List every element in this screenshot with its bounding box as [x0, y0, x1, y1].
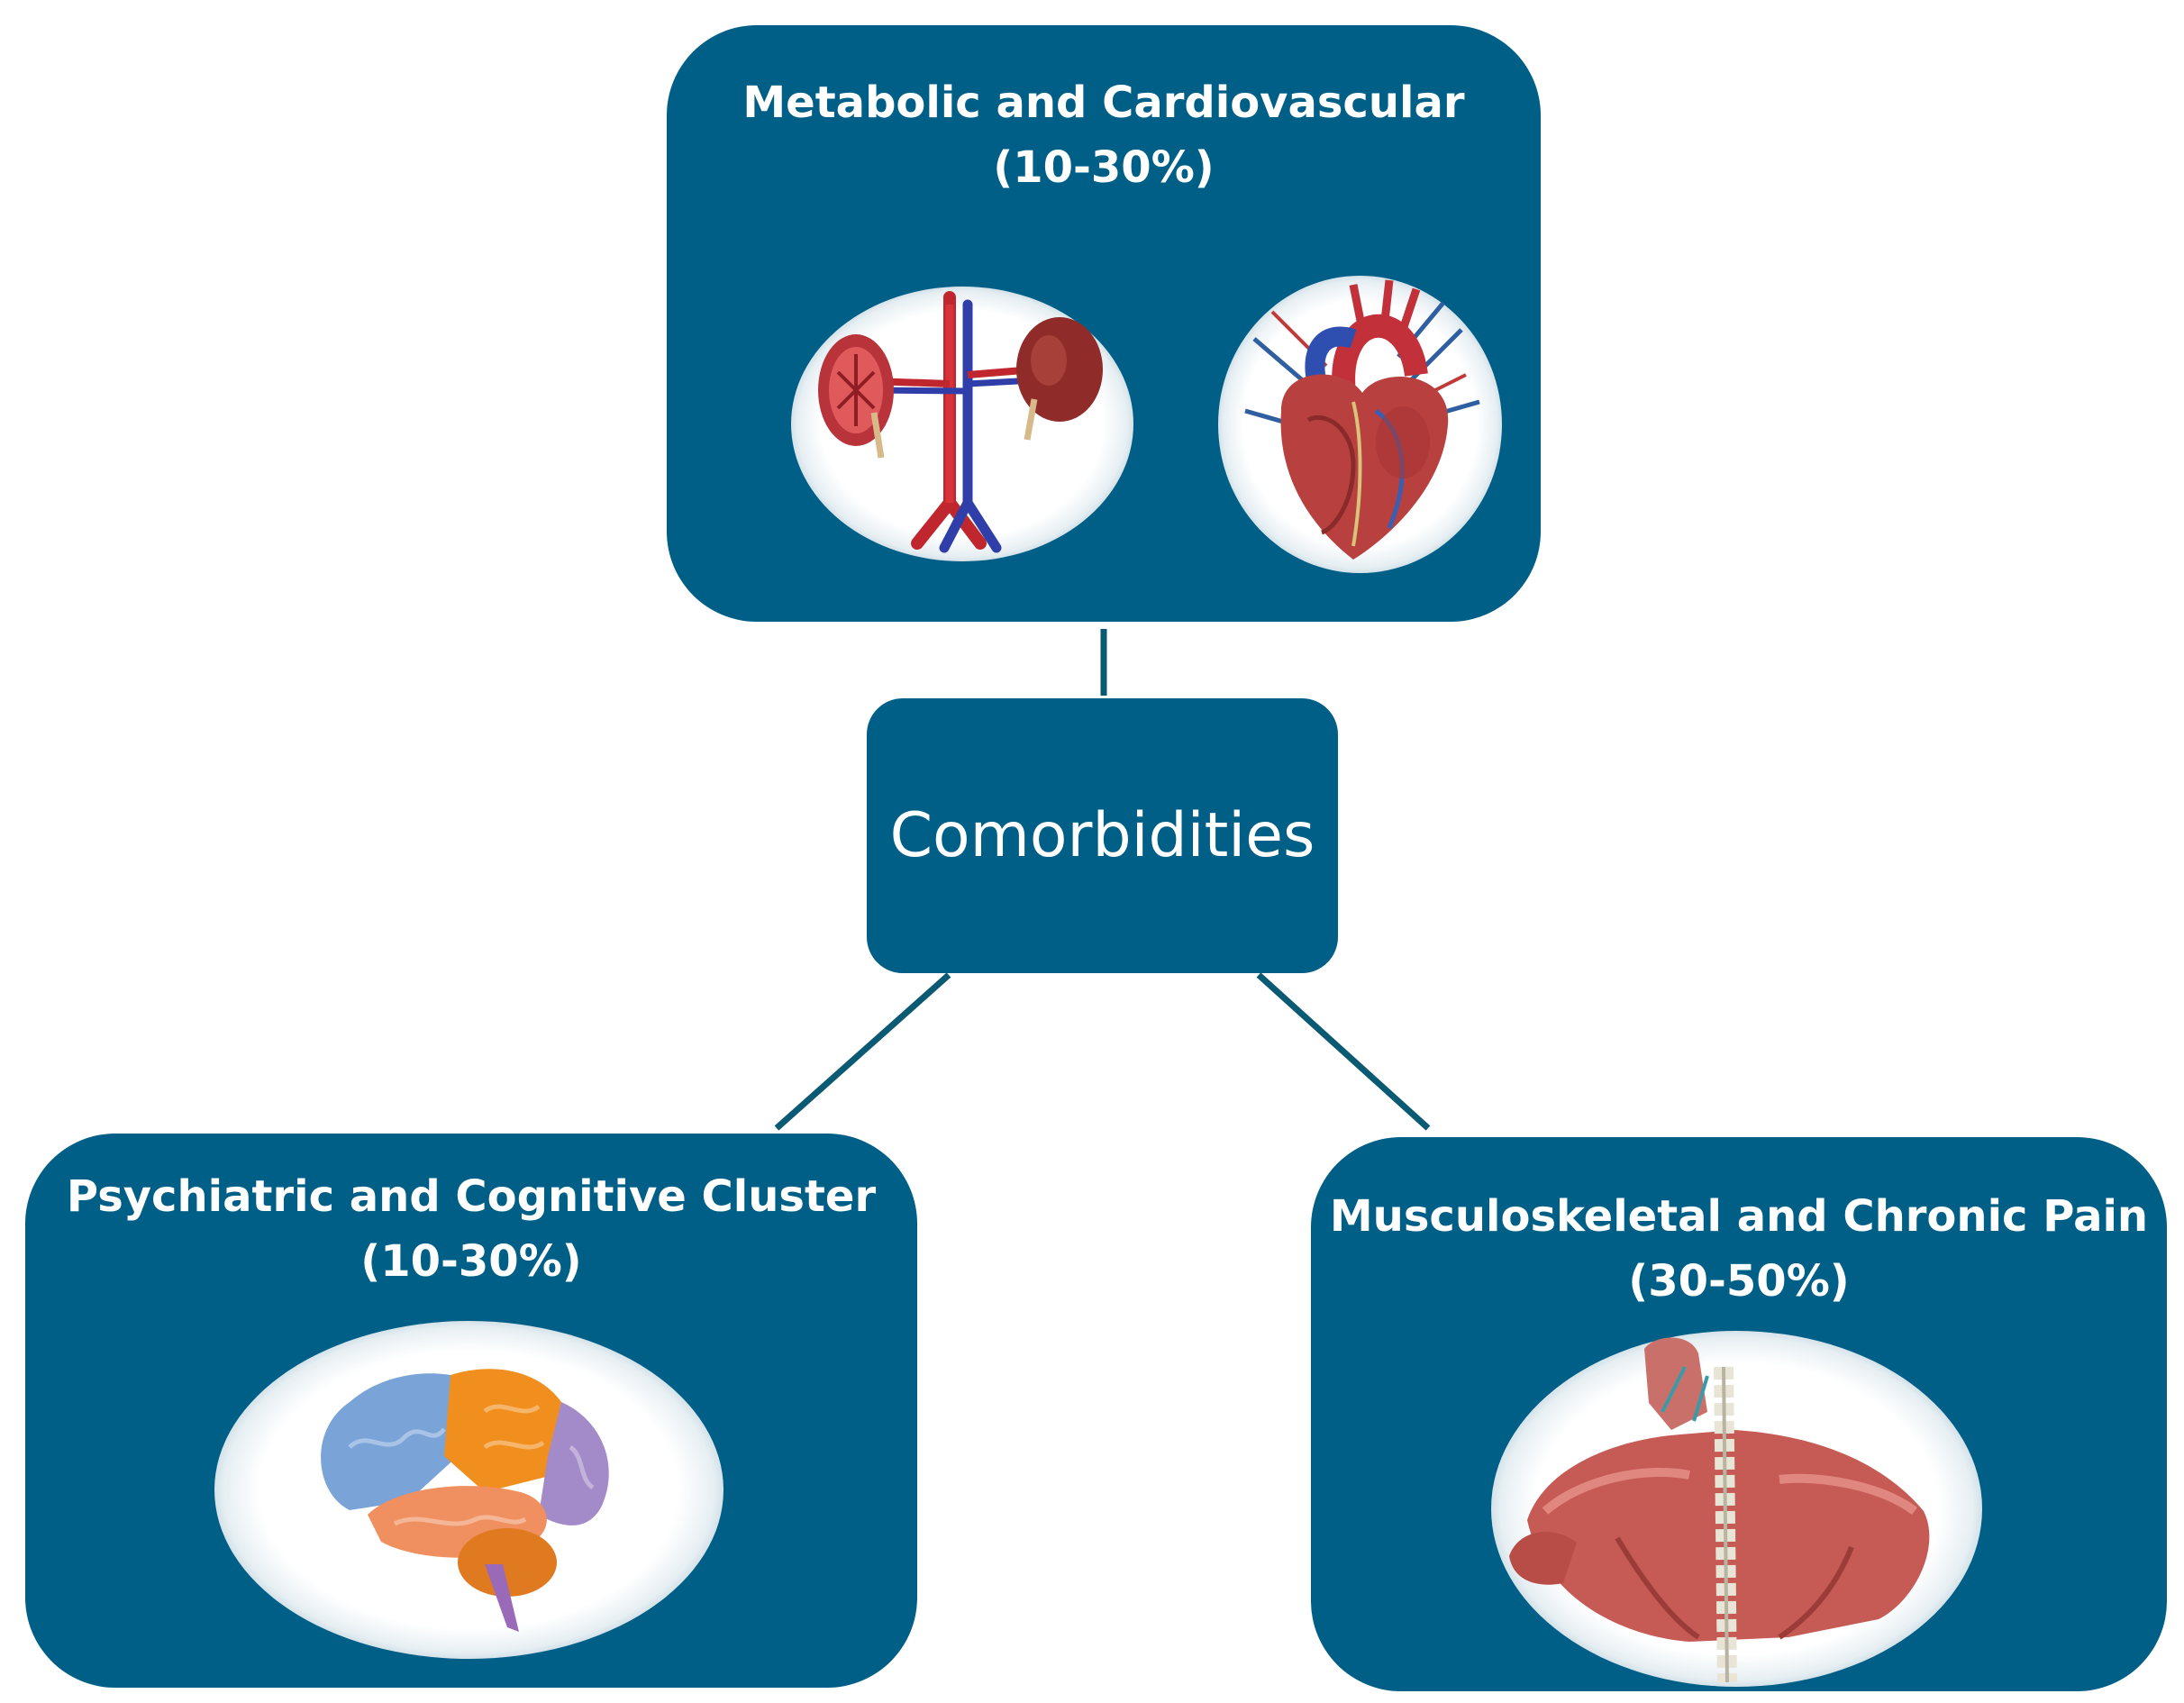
musculoskeletal-title: Musculoskeletal and Chronic Pain (30-50%… — [1311, 1184, 2167, 1314]
brain-icon — [321, 1369, 609, 1632]
musculoskeletal-percent: (30-50%) — [1628, 1256, 1850, 1307]
psychiatric-title: Psychiatric and Cognitive Cluster (10-30… — [25, 1164, 917, 1294]
brain-vignette — [214, 1321, 723, 1659]
heart-vignette — [1218, 276, 1502, 573]
metabolic-title: Metabolic and Cardiovascular (10-30%) — [667, 70, 1541, 200]
comorbidities-label: Comorbidities — [889, 800, 1315, 871]
metabolic-cardiovascular-box: Metabolic and Cardiovascular (10-30%) — [667, 25, 1541, 622]
spine-muscles-icon — [1509, 1337, 1930, 1683]
psychiatric-title-text: Psychiatric and Cognitive Cluster — [66, 1171, 877, 1222]
metabolic-percent: (10-30%) — [993, 142, 1215, 193]
comorbidities-center-box: Comorbidities — [867, 698, 1338, 973]
psychiatric-cognitive-box: Psychiatric and Cognitive Cluster (10-30… — [25, 1134, 917, 1688]
heart-icon — [1244, 279, 1480, 560]
connector-right — [1256, 972, 1431, 1131]
kidneys-vignette — [791, 287, 1133, 561]
musculoskeletal-title-text: Musculoskeletal and Chronic Pain — [1329, 1191, 2149, 1242]
kidneys-icon — [818, 291, 1103, 553]
metabolic-title-text: Metabolic and Cardiovascular — [742, 77, 1465, 128]
spine-muscles-vignette — [1491, 1331, 1982, 1687]
connector-left — [774, 972, 951, 1131]
psychiatric-percent: (10-30%) — [360, 1236, 582, 1287]
musculoskeletal-pain-box: Musculoskeletal and Chronic Pain (30-50%… — [1311, 1137, 2167, 1691]
